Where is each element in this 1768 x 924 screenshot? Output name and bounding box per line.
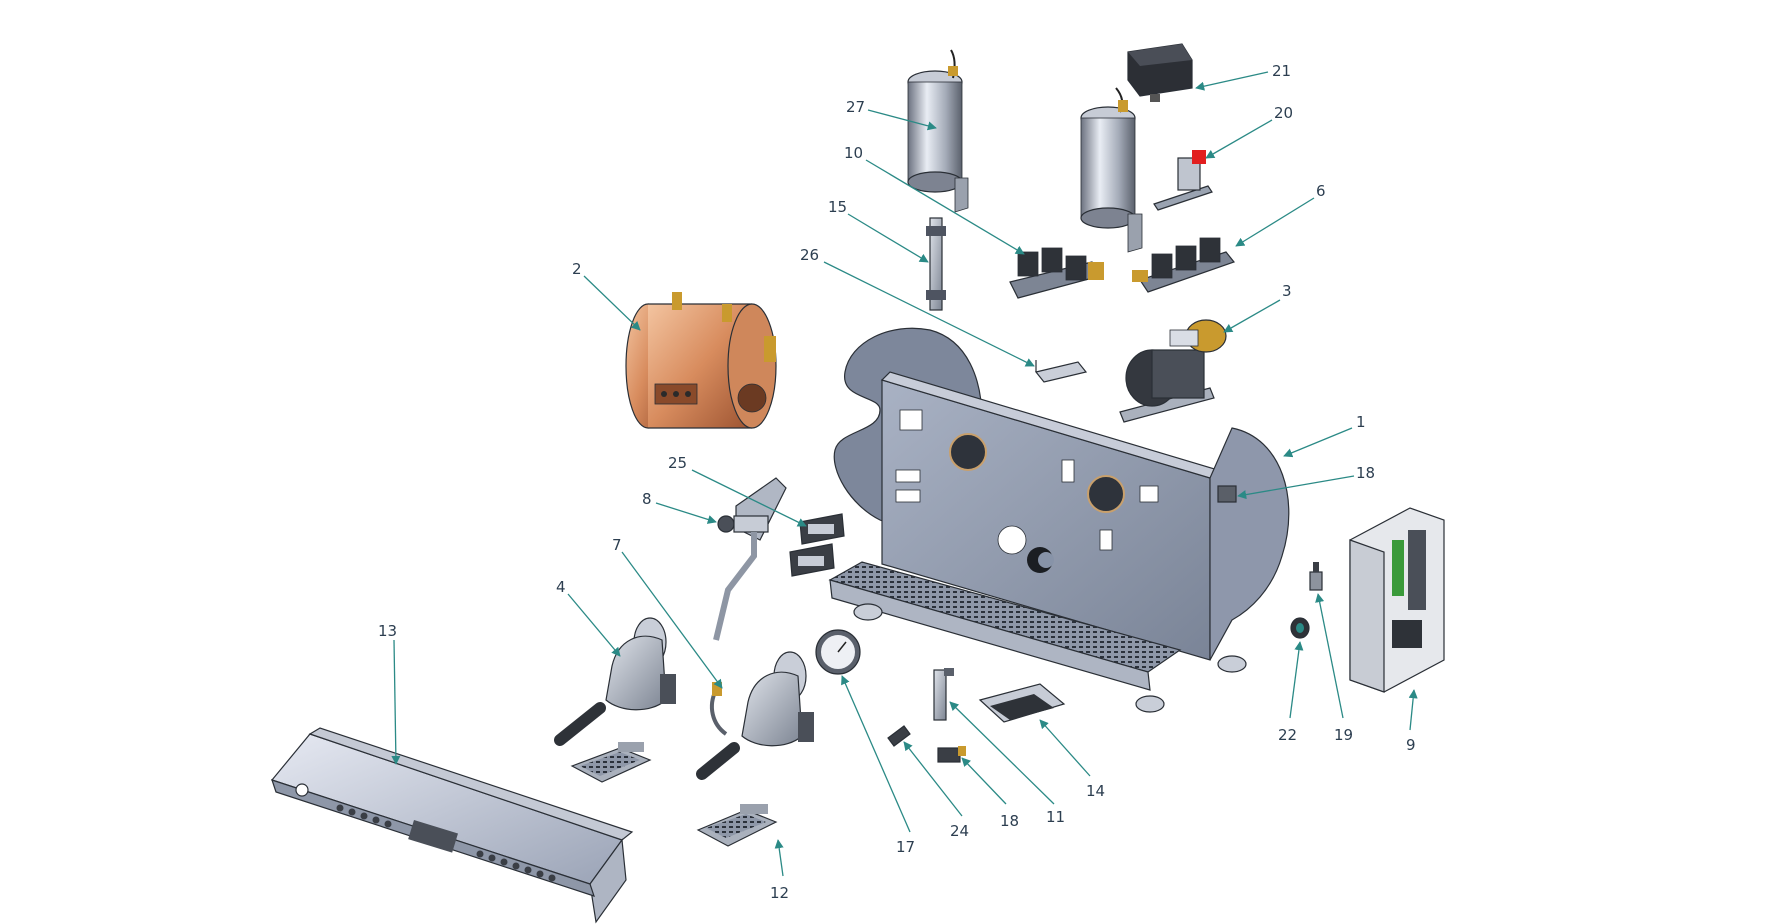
callout-20: 20 — [1274, 104, 1293, 122]
part-24-clip — [887, 725, 911, 747]
part-4-group-head — [554, 617, 676, 783]
leader-18-upper — [1237, 475, 1355, 500]
part-13-front-panel — [270, 727, 634, 924]
leader-25 — [691, 469, 807, 527]
leader-3 — [1223, 299, 1281, 333]
leader-12 — [774, 839, 784, 877]
callout-2: 2 — [572, 260, 582, 278]
part-group-head-right — [696, 651, 814, 780]
part-11-valve — [933, 668, 954, 721]
part-18-connector-lower — [937, 746, 966, 763]
callout-6: 6 — [1316, 182, 1326, 200]
part-2-copper-boiler — [625, 292, 777, 429]
leader-4 — [567, 593, 621, 657]
part-10-solenoid-valves — [1009, 247, 1104, 299]
callout-11: 11 — [1046, 808, 1065, 826]
part-cylinder-secondary — [1080, 87, 1143, 253]
callout-9: 9 — [1406, 736, 1416, 754]
callout-27: 27 — [846, 98, 865, 116]
part-1-chassis-frame — [828, 327, 1290, 713]
part-27-cylinder — [907, 49, 969, 213]
part-12-drip-grid — [696, 804, 778, 847]
part-7-hose — [709, 682, 728, 736]
callout-14: 14 — [1086, 782, 1105, 800]
leader-21 — [1195, 71, 1269, 91]
callout-22: 22 — [1278, 726, 1297, 744]
part-22-knob — [1290, 617, 1310, 639]
callout-7: 7 — [612, 536, 622, 554]
part-9-electronics-box — [1349, 507, 1445, 693]
leader-19 — [1315, 593, 1344, 719]
leader-15 — [847, 213, 929, 263]
leader-1 — [1283, 427, 1353, 458]
leader-13 — [391, 639, 401, 765]
part-25-terminal-blocks — [789, 513, 845, 577]
callout-19: 19 — [1334, 726, 1353, 744]
leader-26 — [823, 261, 1035, 367]
callout-17: 17 — [896, 838, 915, 856]
leader-2 — [583, 275, 641, 331]
leader-17 — [841, 675, 911, 833]
callout-26: 26 — [800, 246, 819, 264]
part-18-connector-right — [1217, 485, 1237, 503]
callout-10: 10 — [844, 144, 863, 162]
leader-6 — [1235, 197, 1315, 247]
part-19-switch — [1309, 562, 1323, 591]
part-20-switch-bracket — [1153, 150, 1213, 211]
callout-13: 13 — [378, 622, 397, 640]
leader-11 — [949, 701, 1055, 805]
part-3-pump-motor — [1119, 319, 1227, 423]
part-14-tray — [978, 683, 1066, 723]
leader-7 — [621, 551, 723, 689]
part-15-tube — [926, 217, 946, 311]
leader-18-lower — [961, 757, 1007, 805]
part-8-steam-valve — [713, 477, 787, 641]
leader-20 — [1205, 119, 1273, 159]
callout-15: 15 — [828, 198, 847, 216]
callout-25: 25 — [668, 454, 687, 472]
leader-10 — [865, 159, 1025, 255]
callout-12: 12 — [770, 884, 789, 902]
part-21-control-box — [1127, 43, 1193, 102]
callout-24: 24 — [950, 822, 969, 840]
part-17-pressure-gauge — [815, 629, 861, 675]
leader-24 — [903, 741, 963, 817]
leader-8 — [655, 502, 717, 524]
callout-4: 4 — [556, 578, 566, 596]
callout-21: 21 — [1272, 62, 1291, 80]
leader-14 — [1039, 719, 1091, 777]
callout-1: 1 — [1356, 413, 1366, 431]
callout-3: 3 — [1282, 282, 1292, 300]
callout-18-upper: 18 — [1356, 464, 1375, 482]
part-26-plate — [1034, 360, 1088, 383]
callout-18-lower: 18 — [1000, 812, 1019, 830]
part-6-solenoid-valves — [1132, 237, 1235, 293]
leader-22 — [1289, 641, 1304, 719]
leader-9 — [1408, 689, 1418, 731]
leader-27 — [867, 109, 937, 131]
callout-8: 8 — [642, 490, 652, 508]
